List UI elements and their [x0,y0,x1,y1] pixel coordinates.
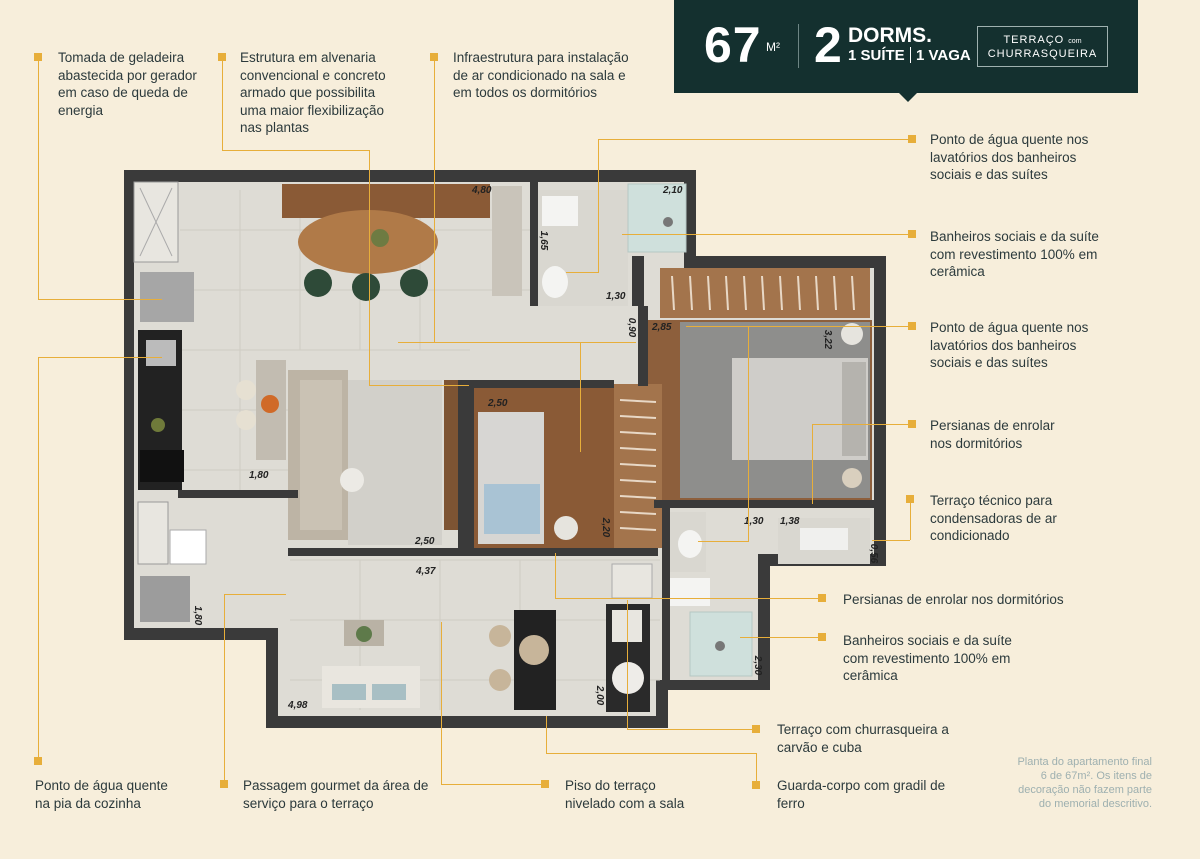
leader-line [598,139,599,273]
note-marker [818,594,826,602]
leader-line [546,716,547,754]
vaga-label: 1 VAGA [916,47,971,64]
leader-line [748,326,749,542]
leader-line [698,541,748,542]
kitchen-counter [133,181,207,622]
suite-vaga-divider [910,47,911,63]
leader-line [872,540,910,541]
leader-line [224,594,286,595]
note-terraco-churrasqueira: Terraço com churrasqueira a carvão e cub… [777,722,949,755]
terraco-com: com [1068,38,1082,45]
footnote: Planta do apartamento final 6 de 67m². O… [1017,756,1152,810]
note-marker [218,53,226,61]
note-piso-terraco: Piso do terraço nivelado com a sala [565,778,685,811]
leader-line [369,385,469,386]
note-marker [430,53,438,61]
leader-line [555,598,821,599]
note-estrutura: Estrutura em alvenaria convencional e co… [240,50,386,135]
area-unit: M² [766,40,780,54]
suite-label: 1 SUÍTE [848,47,905,64]
note-marker [908,135,916,143]
leader-line [686,326,912,327]
interior-walls [178,306,874,556]
note-agua-cozinha: Ponto de água quente na pia da cozinha [35,778,168,811]
leader-line [546,753,756,754]
bathroom-lower [662,508,870,688]
note-marker [34,757,42,765]
note-marker [752,781,760,789]
note-marker [906,495,914,503]
dining-area [282,184,522,301]
leader-line [627,600,628,730]
note-banheiros-1: Banheiros sociais e da suíte com revesti… [930,229,1099,279]
leader-line [369,150,370,386]
note-infra: Infraestrutura para instalação de ar con… [453,50,629,100]
terraco-line2: CHURRASQUEIRA [987,48,1098,60]
note-marker [908,322,916,330]
terraco-badge: TERRAÇO com CHURRASQUEIRA [977,26,1108,67]
leader-line [38,357,39,761]
note-marker [908,230,916,238]
dorms-number: 2 [814,17,842,73]
terraco-line1: TERRAÇO [1003,34,1065,46]
leader-line [740,637,822,638]
header-box: 67 M² 2 DORMS. 1 SUÍTE 1 VAGA TERRAÇO co… [674,0,1138,102]
header-divider [798,24,799,68]
leader-line [222,150,370,151]
header-notch [899,93,917,102]
second-bedroom [466,384,662,554]
leader-line [622,234,912,235]
living-room [236,360,466,545]
leader-line [38,357,162,358]
leader-line [812,424,912,425]
leader-line [38,299,162,300]
leader-line [598,139,912,140]
note-banheiros-2: Banheiros sociais e da suíte com revesti… [843,633,1012,683]
leader-line [555,553,556,599]
leader-line [580,342,581,452]
master-bedroom [632,256,872,500]
terrace-area [322,563,653,712]
leader-line [224,594,225,784]
note-marker [541,780,549,788]
note-guarda-corpo: Guarda-corpo com gradil de ferro [777,778,946,811]
note-marker [818,633,826,641]
leader-line [441,784,545,785]
leader-line [756,753,757,787]
leader-line [434,60,435,342]
note-marker [34,53,42,61]
note-passagem: Passagem gourmet da área de serviço para… [243,778,429,811]
note-marker [220,780,228,788]
leader-line [38,60,39,300]
leader-line [441,622,442,784]
leader-line [222,60,223,150]
leader-line [627,729,755,730]
leader-line [910,500,911,540]
leader-line [566,272,598,273]
note-marker [752,725,760,733]
dorms-label: DORMS. [848,24,932,47]
note-persianas-2: Persianas de enrolar nos dormitórios [843,592,1064,607]
bathroom-top [530,182,687,306]
note-marker [908,420,916,428]
note-persianas-1: Persianas de enrolar nos dormitórios [930,418,1055,451]
note-agua-quente-1: Ponto de água quente nos lavatórios dos … [930,132,1089,182]
note-terraco-tecnico: Terraço técnico para condensadoras de ar… [930,493,1057,543]
leader-line [812,424,813,504]
note-agua-quente-2: Ponto de água quente nos lavatórios dos … [930,320,1089,370]
area-number: 67 [704,17,762,73]
leader-line [398,342,636,343]
note-geladeira: Tomada de geladeira abastecida por gerad… [58,50,197,118]
